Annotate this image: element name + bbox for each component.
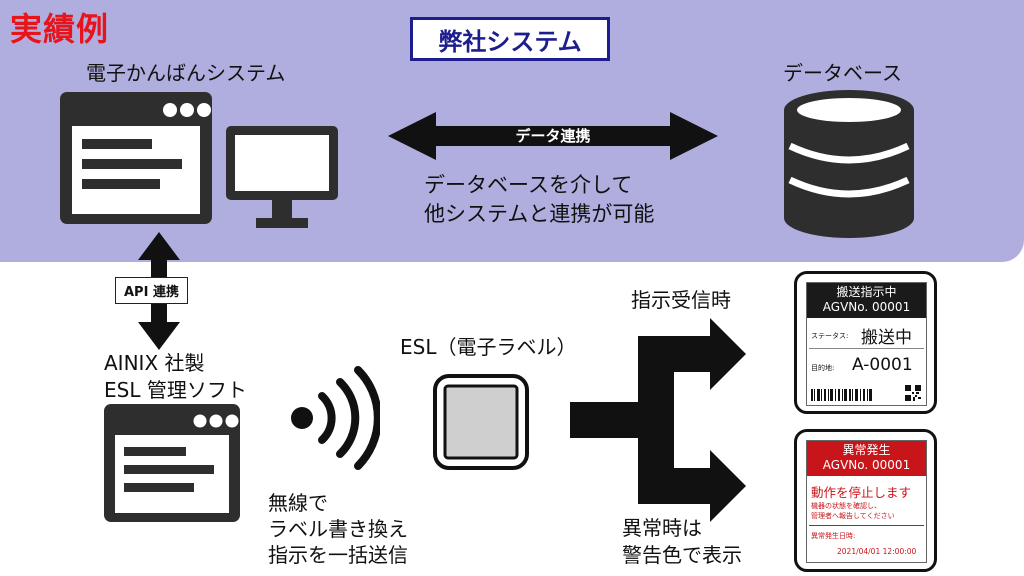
branch-arrow bbox=[570, 318, 746, 522]
data-link-arrow bbox=[388, 112, 718, 160]
wireless-signal-icon bbox=[291, 366, 380, 470]
alert-message: 動作を停止します bbox=[811, 485, 912, 500]
alert-screen: 異常発生 AGVNo. 00001 動作を停止します 機器の状態を確認し、 管理… bbox=[806, 440, 927, 563]
example-badge: 実績例 bbox=[10, 10, 110, 48]
alert-time-value: 2021/04/01 12:00:00 bbox=[837, 547, 917, 556]
qr-code-icon bbox=[905, 385, 921, 401]
kanban-system-label: 電子かんばんシステム bbox=[86, 61, 286, 85]
esl-normal-display: 搬送指示中 AGVNo. 00001 ステータス: 搬送中 目的地: A-000… bbox=[794, 271, 937, 414]
wireless-text-3: 指示を一括送信 bbox=[268, 543, 408, 567]
abnormal-text-2: 警告色で表示 bbox=[622, 543, 742, 567]
company-system-title: 弊社システム bbox=[410, 17, 610, 61]
esl-label: ESL（電子ラベル） bbox=[400, 335, 577, 359]
alert-header-title: 異常発生 bbox=[842, 443, 891, 457]
esl-alert-display: 異常発生 AGVNo. 00001 動作を停止します 機器の状態を確認し、 管理… bbox=[794, 429, 937, 572]
browser-window-icon bbox=[60, 92, 212, 224]
status-caption: ステータス: bbox=[811, 332, 849, 340]
normal-screen: 搬送指示中 AGVNo. 00001 ステータス: 搬送中 目的地: A-000… bbox=[806, 282, 927, 406]
status-value: 搬送中 bbox=[861, 328, 912, 348]
esl-software-window-icon bbox=[104, 404, 240, 522]
alert-header-id: AGVNo. 00001 bbox=[822, 458, 911, 472]
normal-header: 搬送指示中 AGVNo. 00001 bbox=[807, 283, 926, 318]
database-icon bbox=[784, 90, 914, 238]
normal-header-id: AGVNo. 00001 bbox=[822, 300, 911, 314]
monitor-icon bbox=[226, 126, 338, 228]
esl-software-name: ESL 管理ソフト bbox=[104, 378, 247, 402]
data-link-label: データ連携 bbox=[515, 127, 591, 145]
destination-caption: 目的地: bbox=[811, 364, 835, 372]
api-link-label: API 連携 bbox=[115, 277, 188, 304]
alert-detail-2: 管理者へ報告してください bbox=[811, 512, 895, 520]
database-label: データベース bbox=[783, 61, 902, 85]
data-link-description-2: 他システムと連携が可能 bbox=[424, 202, 655, 226]
alert-detail-1: 機器の状態を確認し、 bbox=[811, 502, 881, 510]
alert-header: 異常発生 AGVNo. 00001 bbox=[807, 441, 926, 476]
barcode-icon bbox=[811, 389, 872, 401]
normal-header-title: 搬送指示中 bbox=[836, 285, 897, 299]
esl-software-maker: AINIX 社製 bbox=[104, 351, 205, 375]
data-link-description-1: データベースを介して bbox=[424, 173, 633, 197]
alert-divider bbox=[809, 525, 924, 526]
wireless-text-1: 無線で bbox=[268, 491, 328, 515]
destination-value: A-0001 bbox=[852, 355, 913, 375]
abnormal-text-1: 異常時は bbox=[622, 516, 702, 540]
alert-time-caption: 異常発生日時: bbox=[811, 532, 856, 540]
normal-divider bbox=[809, 348, 924, 349]
wireless-text-2: ラベル書き換え bbox=[268, 517, 408, 541]
instruction-label: 指示受信時 bbox=[631, 288, 731, 312]
esl-device-icon bbox=[433, 374, 529, 470]
